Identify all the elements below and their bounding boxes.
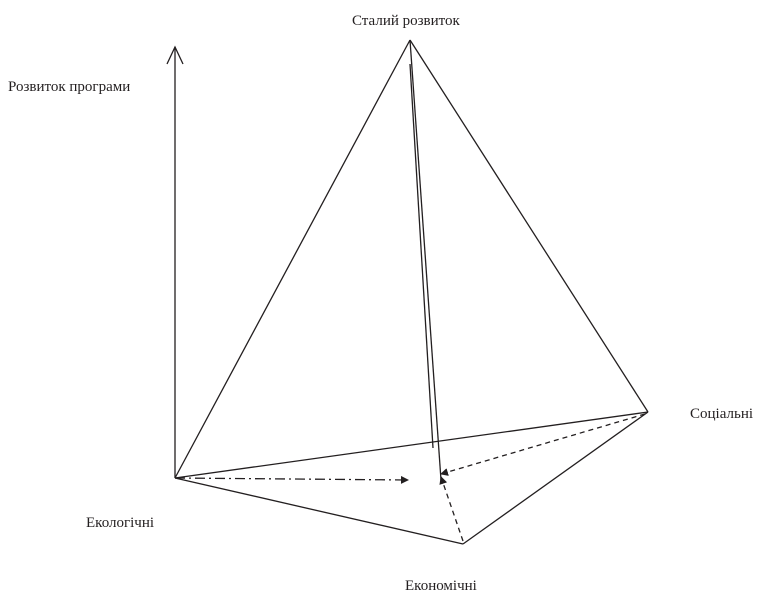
edge-economic-social bbox=[462, 411, 649, 545]
edge-apex-economic-inner bbox=[409, 63, 434, 449]
apex-label: Сталий розвиток bbox=[352, 13, 460, 29]
edge-ecological-social bbox=[174, 411, 649, 479]
vector-social bbox=[440, 413, 646, 476]
edge-apex-social bbox=[409, 39, 649, 413]
vector-economic bbox=[439, 476, 464, 542]
edge-apex-ecological bbox=[174, 39, 411, 479]
social-vertex-label: Соціальні bbox=[690, 406, 754, 422]
vector-ecological bbox=[174, 475, 409, 484]
edge-apex-economic bbox=[409, 39, 442, 481]
economic-vertex-label: Економічні bbox=[405, 578, 477, 594]
axis-arrowhead bbox=[166, 45, 184, 65]
ecological-vertex-label: Екологічні bbox=[86, 515, 155, 531]
axis-label: Розвиток програми bbox=[8, 79, 131, 95]
edge-ecological-economic bbox=[174, 477, 464, 545]
